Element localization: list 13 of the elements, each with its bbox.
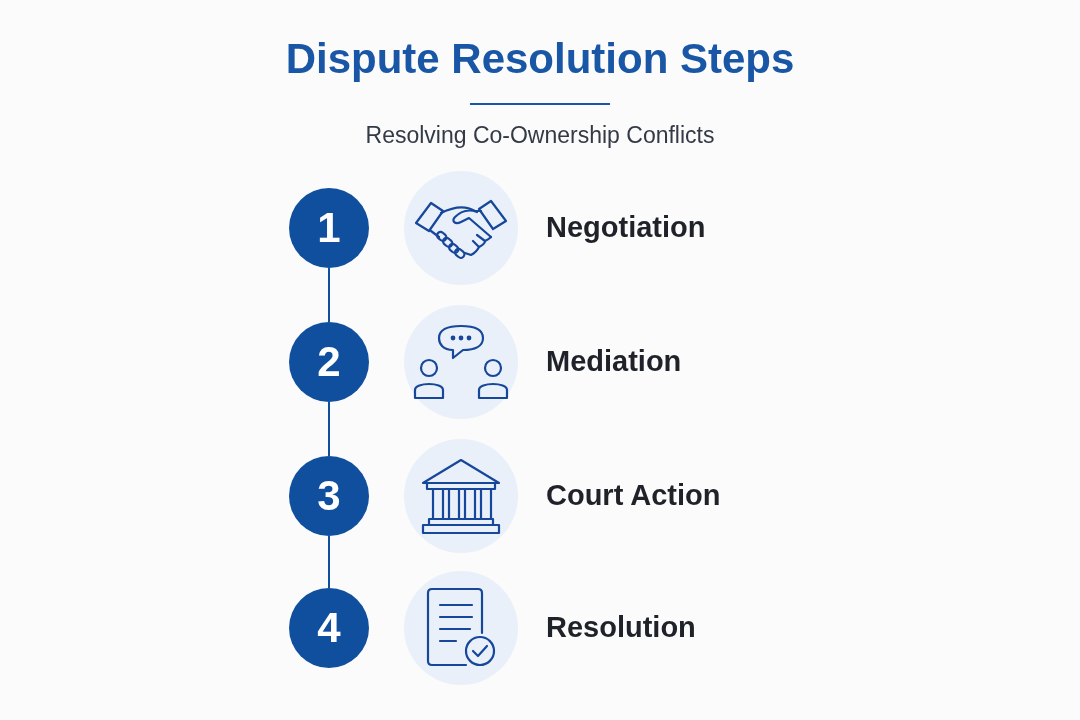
step-number: 1 <box>317 207 341 249</box>
connector-line <box>328 267 330 323</box>
step-number: 3 <box>317 475 341 517</box>
step-label: Resolution <box>546 613 696 642</box>
connector-line <box>328 535 330 589</box>
step-label: Mediation <box>546 347 682 376</box>
title: Dispute Resolution Steps <box>285 34 795 84</box>
step-label: Negotiation <box>546 213 706 242</box>
subtitle: Resolving Co-Ownership Conflicts <box>365 122 715 150</box>
connector-line <box>328 401 330 457</box>
step-number: 2 <box>317 341 341 383</box>
step-number: 4 <box>317 607 341 649</box>
step-label: Court Action <box>546 481 721 510</box>
